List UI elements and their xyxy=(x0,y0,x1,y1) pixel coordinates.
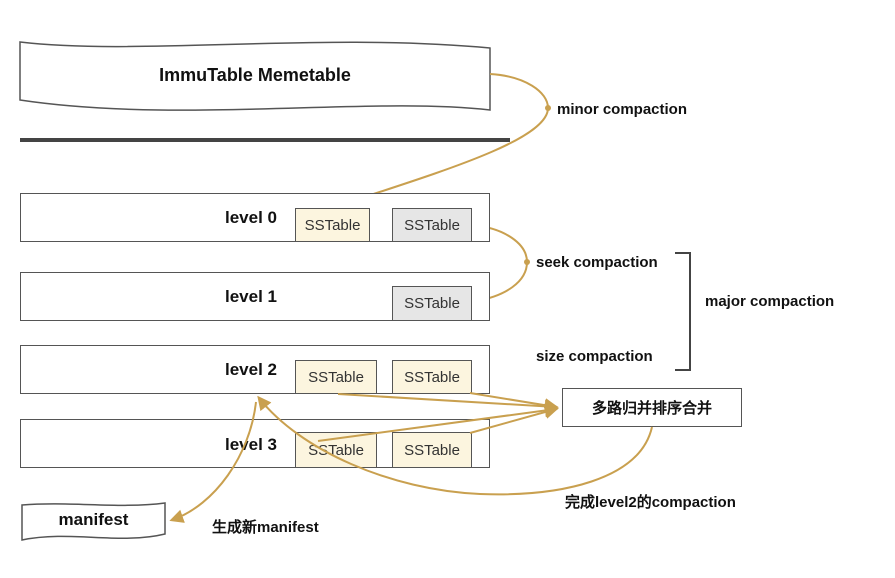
finish-compaction-label: 完成level2的compaction xyxy=(565,494,736,511)
manifest-shape xyxy=(21,502,166,541)
major-compaction-label: major compaction xyxy=(705,293,835,310)
minor-compaction-label: minor compaction xyxy=(557,101,688,118)
new-manifest-label: 生成新manifest xyxy=(212,519,319,536)
seek-compaction-dot xyxy=(524,259,530,265)
level-3-sstable-2: SSTable xyxy=(392,432,472,468)
memtable-label: ImmuTable Memetable xyxy=(159,65,351,85)
level-0-sstable-1: SSTable xyxy=(295,208,370,242)
major-compaction-bracket xyxy=(675,252,691,371)
level-1-label: level 1 xyxy=(225,287,277,306)
multiway-merge-box: 多路归并排序合并 xyxy=(562,388,742,427)
level-1-sstable-1: SSTable xyxy=(392,286,472,321)
minor-compaction-dot xyxy=(545,105,551,111)
seek-compaction-label: seek compaction xyxy=(536,254,658,271)
level-2-sstable-2: SSTable xyxy=(392,360,472,394)
manifest-label: manifest xyxy=(58,510,129,529)
level-2-sstable-1: SSTable xyxy=(295,360,377,394)
memtable-shape xyxy=(19,41,491,111)
minor-compaction-arrow xyxy=(337,73,550,209)
level-3-sstable-1: SSTable xyxy=(295,432,377,468)
level-3-label: level 3 xyxy=(225,435,277,454)
level-2-label: level 2 xyxy=(225,360,277,379)
level-0-sstable-2: SSTable xyxy=(392,208,472,242)
size-compaction-label: size compaction xyxy=(536,348,653,365)
level-0-label: level 0 xyxy=(225,208,277,227)
